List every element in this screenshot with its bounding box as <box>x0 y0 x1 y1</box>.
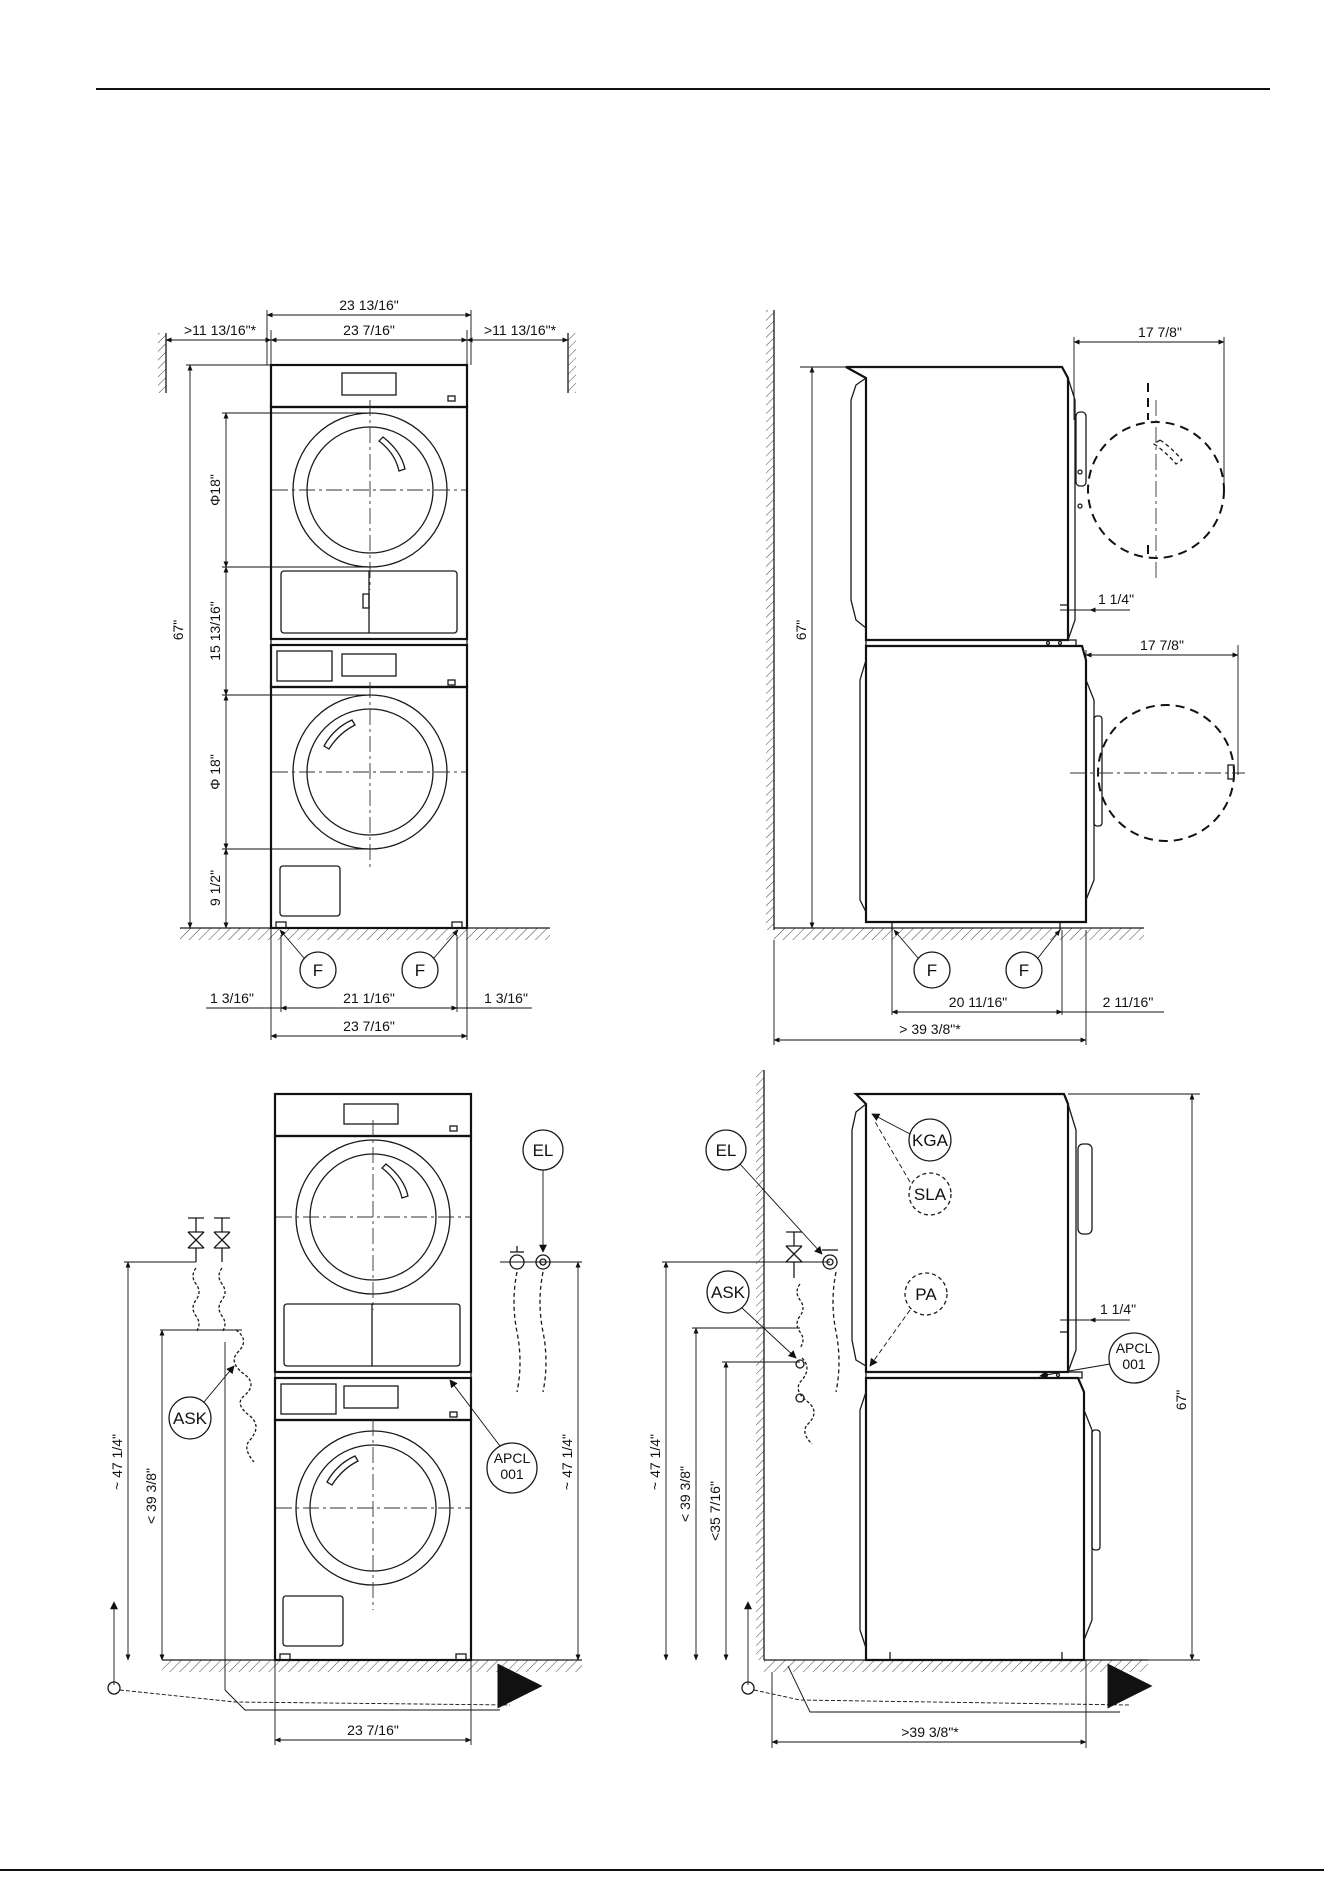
foot-callout-left: F <box>313 961 323 980</box>
side-conn-dim-height-2: < 39 3/8" <box>677 1466 693 1522</box>
pa-label: PA <box>915 1285 937 1304</box>
front-apcl-label-top: APCL <box>494 1450 531 1466</box>
dim-feet-left: 1 3/16" <box>210 990 254 1006</box>
dim-door-open-bottom: 17 7/8" <box>1140 637 1184 653</box>
dim-height: 67" <box>170 620 186 641</box>
front-connections-view: EL ASK APCL 001 ~ 47 1/4" < 39 3/8" ~ 47… <box>107 1092 582 1745</box>
dim-door-height: 9 1/2" <box>207 870 223 906</box>
dim-door-open-top: 17 7/8" <box>1138 324 1182 340</box>
front-dim-height-right: ~ 47 1/4" <box>559 1434 575 1490</box>
front-dim-height-left: ~ 47 1/4" <box>109 1434 125 1490</box>
dim-feet-right: 1 3/16" <box>484 990 528 1006</box>
front-el-label: EL <box>533 1141 554 1160</box>
side-el-label: EL <box>716 1141 737 1160</box>
side-ask-label: ASK <box>711 1283 746 1302</box>
foot-callout-right: F <box>415 961 425 980</box>
side-dim-depth: > 39 3/8"* <box>899 1021 961 1037</box>
dim-dryer-door: Φ18" <box>207 474 223 506</box>
front-dim-height-left2: < 39 3/8" <box>143 1468 159 1524</box>
front-dim-width: 23 7/16" <box>347 1722 399 1738</box>
sla-label: SLA <box>914 1185 947 1204</box>
side-conn-dim-height-right: 67" <box>1173 1390 1189 1411</box>
side-view: 67" 17 7/8" 1 1/4" 17 7/8" F F 20 11/16"… <box>766 310 1245 1045</box>
dim-width-bottom: 23 7/16" <box>343 1018 395 1034</box>
dim-left-clearance: >11 13/16"* <box>184 322 257 338</box>
dim-overall-width-top: 23 13/16" <box>339 297 398 313</box>
dim-rear-offset: 2 11/16" <box>1103 994 1154 1010</box>
side-foot-callout-right: F <box>1019 961 1029 980</box>
front-ask-label: ASK <box>173 1409 208 1428</box>
side-apcl-label-bottom: 001 <box>1122 1356 1146 1372</box>
dim-door-gap: 15 13/16" <box>207 601 223 660</box>
side-foot-callout-left: F <box>927 961 937 980</box>
dim-feet-span: 21 1/16" <box>343 990 395 1006</box>
kga-label: KGA <box>912 1131 949 1150</box>
front-view: 23 13/16" 23 7/16" >11 13/16"* >11 13/16… <box>158 297 576 1040</box>
side-conn-dim-depth: >39 3/8"* <box>901 1724 959 1740</box>
dim-right-clearance: >11 13/16"* <box>484 322 557 338</box>
side-connections-view: EL ASK KGA SLA PA APCL 001 1 1/4" 67" <box>647 1070 1200 1748</box>
front-apcl-label-bottom: 001 <box>500 1466 524 1482</box>
side-dim-height: 67" <box>793 620 809 641</box>
side-dim-offset: 1 1/4" <box>1098 591 1134 607</box>
dim-width-top: 23 7/16" <box>343 322 395 338</box>
side-conn-dim-offset: 1 1/4" <box>1100 1301 1136 1317</box>
side-dim-feet-span: 20 11/16" <box>949 994 1007 1010</box>
side-conn-dim-height-3: <35 7/16" <box>707 1481 723 1541</box>
side-conn-dim-height-1: ~ 47 1/4" <box>647 1434 663 1490</box>
side-apcl-label-top: APCL <box>1116 1340 1153 1356</box>
dim-washer-door: Φ 18" <box>207 754 223 790</box>
